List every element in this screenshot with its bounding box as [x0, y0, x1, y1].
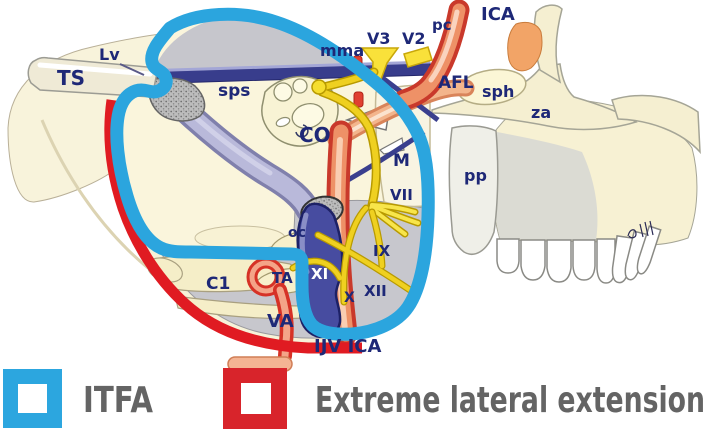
- label-ica-top: ICA: [481, 4, 515, 25]
- itfa-outline: [110, 7, 435, 341]
- legend-label-extension: Extreme lateral extension: [315, 380, 705, 421]
- legend-swatch-itfa-inner: [18, 384, 47, 413]
- legend-label-itfa: ITFA: [83, 380, 153, 421]
- label-sph: sph: [482, 82, 514, 101]
- ica-petrous-genu: [393, 0, 470, 111]
- label-c1: C1: [206, 274, 230, 294]
- legend: ITFA Extreme lateral extension: [3, 368, 705, 429]
- label-ta: TA: [272, 269, 293, 287]
- label-v2: V2: [402, 29, 426, 48]
- label-ix: IX: [373, 242, 391, 260]
- v2-nerve-stub: [403, 46, 433, 68]
- label-mma: mma: [320, 41, 364, 60]
- label-v3: V3: [367, 29, 391, 48]
- label-m: M: [393, 151, 410, 171]
- label-ijv-ica: IJV ICA: [314, 336, 381, 357]
- label-xii: XII: [364, 282, 387, 300]
- label-oc: oc: [288, 225, 306, 241]
- label-afl: AFL: [438, 73, 474, 93]
- label-co: CO: [299, 123, 331, 147]
- label-ts: TS: [57, 66, 85, 90]
- infratemporal-shadow: [492, 132, 598, 240]
- label-va: VA: [267, 311, 294, 332]
- extension-outline: [104, 99, 362, 354]
- labbe-vein-line: [119, 63, 145, 76]
- label-pp: pp: [464, 166, 487, 185]
- cranial-nerves-yellow: [289, 67, 422, 306]
- label-za: za: [531, 103, 551, 122]
- temporal-fossa-wedge: [611, 94, 701, 155]
- pterygoid-plate: [448, 125, 499, 255]
- label-xi: XI: [311, 265, 328, 283]
- middle-fossa-dome: [152, 15, 352, 80]
- label-pc: pc: [432, 16, 452, 34]
- artist-signature-squiggle: [627, 220, 654, 239]
- label-x: X: [344, 290, 355, 306]
- mma-artery-stub-lower: [353, 91, 364, 108]
- anatomy-labels: TS Lv sps mma V3 V2 pc ICA AFL sph za pp…: [57, 4, 551, 357]
- mastoid-contour-line: [40, 119, 149, 270]
- label-sps: sps: [218, 81, 250, 101]
- label-lv: Lv: [99, 45, 120, 64]
- teeth-row: [496, 225, 662, 284]
- pterygoid-orange-patch: [507, 21, 543, 72]
- legend-swatch-extension-inner: [241, 383, 271, 414]
- label-vii: VII: [390, 186, 413, 204]
